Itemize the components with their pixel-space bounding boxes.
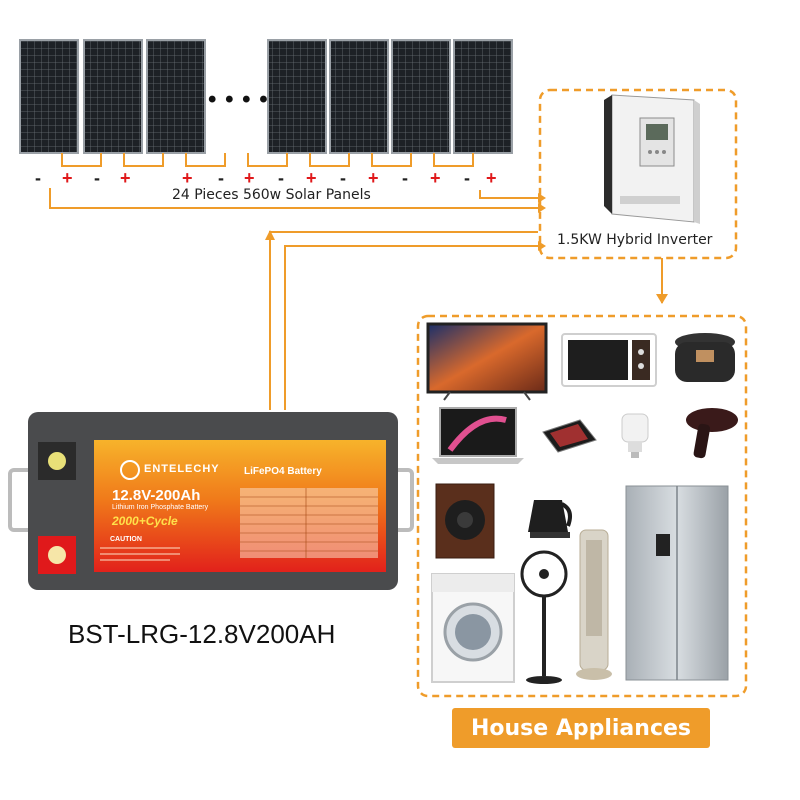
solar-panel bbox=[19, 39, 79, 154]
solar-panels-label: 24 Pieces 560w Solar Panels bbox=[172, 187, 371, 203]
washing-machine-icon bbox=[431, 573, 515, 683]
terminal-mark: + bbox=[306, 168, 317, 188]
hair-dryer-icon bbox=[686, 408, 738, 459]
microwave-icon bbox=[561, 333, 657, 387]
battery-model-label: BST-LRG-12.8V200AH bbox=[68, 619, 336, 649]
inverter-device bbox=[604, 94, 700, 224]
terminal-mark: + bbox=[62, 168, 73, 188]
led-bulb-icon bbox=[621, 413, 649, 458]
terminal-mark: - bbox=[35, 168, 41, 188]
inverter-label: 1.5KW Hybrid Inverter bbox=[557, 232, 713, 248]
solar-panel-array bbox=[19, 39, 513, 154]
solar-panel bbox=[453, 39, 513, 154]
rice-cooker-icon bbox=[675, 333, 735, 382]
wire-arrowheads bbox=[265, 193, 668, 304]
terminal-mark: - bbox=[94, 168, 100, 188]
tower-fan-icon bbox=[576, 529, 612, 680]
appliances bbox=[426, 322, 738, 684]
terminal-mark: - bbox=[464, 168, 470, 188]
battery-voltage-capacity: 12.8V-200Ah bbox=[112, 487, 201, 504]
house-appliances-label: House Appliances bbox=[452, 708, 710, 748]
terminal-mark: + bbox=[486, 168, 497, 188]
appliances-frame bbox=[416, 314, 748, 698]
terminal-mark: - bbox=[340, 168, 346, 188]
brand-logo bbox=[120, 460, 140, 480]
terminal-mark: - bbox=[402, 168, 408, 188]
battery-chemistry-badge: LiFePO4 Battery bbox=[244, 466, 322, 477]
battery bbox=[8, 412, 414, 590]
tablet-icon bbox=[542, 419, 597, 453]
spec-table bbox=[240, 488, 378, 558]
solar-panel bbox=[391, 39, 451, 154]
inverter-display bbox=[646, 124, 668, 140]
terminal-mark: + bbox=[368, 168, 379, 188]
terminal-mark: + bbox=[120, 168, 131, 188]
kettle-icon bbox=[528, 500, 572, 538]
battery-cycles: 2000+Cycle bbox=[112, 514, 178, 528]
laptop-icon bbox=[432, 407, 524, 464]
solar-panel bbox=[267, 39, 327, 154]
solar-panel bbox=[146, 39, 206, 154]
solar-panel bbox=[83, 39, 143, 154]
terminal-mark: - bbox=[278, 168, 284, 188]
speaker-icon bbox=[435, 483, 495, 559]
terminal-mark: + bbox=[244, 168, 255, 188]
battery-brand: ENTELECHY bbox=[144, 463, 220, 475]
terminal-mark: - bbox=[218, 168, 224, 188]
panel-ellipsis: • • • • bbox=[208, 86, 269, 113]
panel-series-wires bbox=[61, 153, 474, 167]
fan-icon bbox=[520, 550, 568, 684]
tv-icon bbox=[426, 322, 548, 401]
battery-caution: CAUTION bbox=[110, 536, 142, 543]
solar-panel bbox=[329, 39, 389, 154]
terminal-mark: + bbox=[430, 168, 441, 188]
inverter-frame bbox=[538, 88, 738, 260]
terminal-mark: + bbox=[182, 168, 193, 188]
battery-type: Lithium Iron Phosphate Battery bbox=[112, 504, 209, 511]
refrigerator-icon bbox=[625, 485, 729, 681]
